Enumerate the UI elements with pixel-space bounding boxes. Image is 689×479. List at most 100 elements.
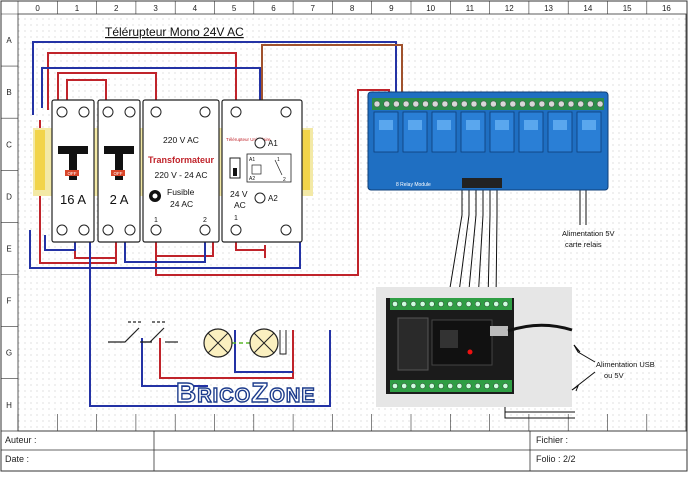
column-number: 2 [114,4,119,13]
relay-cube-label [495,120,509,130]
row-letter: A [6,36,12,45]
relay-cube [460,111,486,153]
esp-screw-bottom [438,383,444,389]
esp-screw-bottom [474,383,481,389]
esp-screw-bottom [502,383,509,389]
esp-screw-top [428,301,435,307]
footer-file: Fichier : [536,435,569,445]
esp-screw-top [447,301,454,307]
esp-screw-bottom [410,383,417,389]
esp-screw-bottom [484,383,490,389]
relay-screw [528,100,536,108]
relay-screw [596,100,604,108]
breaker-2a: OFF 2 A [97,99,141,243]
esp-screw-bottom [493,383,500,389]
relay-screw [499,100,507,108]
footer-folio: Folio : 2/2 [536,454,576,464]
footer-date: Date : [5,454,30,464]
esp-screw-bottom [447,383,454,389]
contact-2: 2 [283,177,286,183]
relay-screw [577,100,584,108]
breaker-16a-tag: OFF [68,171,77,176]
esp-screw-top [410,301,417,307]
relay-cube [518,111,544,153]
column-number: 7 [311,4,316,13]
column-number: 12 [505,4,514,13]
esp-screw-bottom [465,383,472,389]
row-letter: B [6,88,11,97]
relay-cube [373,111,399,153]
teleruptor-voltage: 24 V [230,189,248,199]
esp-screw-top [465,301,472,307]
teleruptor-voltage-ac: AC [234,200,246,210]
esp-screw-bottom [456,383,463,389]
esp-screw-bottom [392,383,398,389]
column-number: 11 [466,4,475,13]
row-letter: G [6,349,12,358]
breaker-16a-rating: 16 A [60,192,86,207]
contact-1: 1 [277,157,280,163]
relay-screw [451,100,458,108]
coil-a1: A1 [249,157,255,163]
relay-cube [431,111,457,153]
column-number: 6 [271,4,276,13]
teleruptor-a2: A2 [268,194,278,203]
usb-voltage-label: ou 5V [604,371,624,380]
esp-screw-top [392,301,398,307]
relay-screw [393,100,400,108]
row-letter: D [6,192,12,201]
row-letter: E [6,244,11,253]
power-usb-label: Alimentation USB [596,360,655,369]
relay-screw [383,100,390,108]
relay-screw [441,100,449,108]
column-number: 3 [153,4,158,13]
relay-cube-label [524,120,538,130]
relay-screw [538,100,546,108]
relay-screw [422,100,429,108]
esp-screw-top [401,301,408,307]
breaker-16a: OFF 16 A [51,99,95,243]
column-number: 9 [389,4,394,13]
relay-module-board: 8 Relay Module [367,91,609,191]
relay-screw [431,100,439,108]
esp-screw-top [493,301,500,307]
esp-screw-bottom [401,383,408,389]
relay-cube-label [553,120,567,130]
esp-screw-top [419,301,426,307]
relay-screw [490,100,497,108]
transformer-term-1: 1 [154,217,158,224]
svg-text:1: 1 [234,215,238,222]
relay-module-label: 8 Relay Module [396,182,431,188]
transformer-module: 220 V AC Transformateur 220 V - 24 AC Fu… [142,99,220,243]
relay-cube [547,111,573,153]
esp-screw-top [438,301,444,307]
column-number: 14 [583,4,592,13]
relay-screw [373,100,381,108]
relay-screw [402,100,410,108]
relay-screw [509,100,517,108]
relay-cube-label [437,120,451,130]
relay-screw [480,100,487,108]
footer-author: Auteur : [5,435,37,445]
relay-screw [558,100,565,108]
esp-screw-bottom [419,383,426,389]
teleruptor-a1: A1 [268,139,278,148]
column-number: 16 [662,4,671,13]
column-number: 15 [623,4,632,13]
relay-cube-label [379,120,393,130]
footer-frame [1,430,687,471]
transformer-ratio: 220 V - 24 AC [155,170,208,180]
pushbutton-switches [108,321,178,343]
relay-cube [576,111,602,153]
relay-screw [587,100,594,108]
fuse-rating: 24 AC [170,199,193,209]
lamp-2 [249,328,279,358]
relay-screw [412,100,420,108]
transformer-name: Transformateur [148,155,215,165]
transformer-input: 220 V AC [163,135,199,145]
column-number: 0 [35,4,40,13]
relay-cube [489,111,515,153]
